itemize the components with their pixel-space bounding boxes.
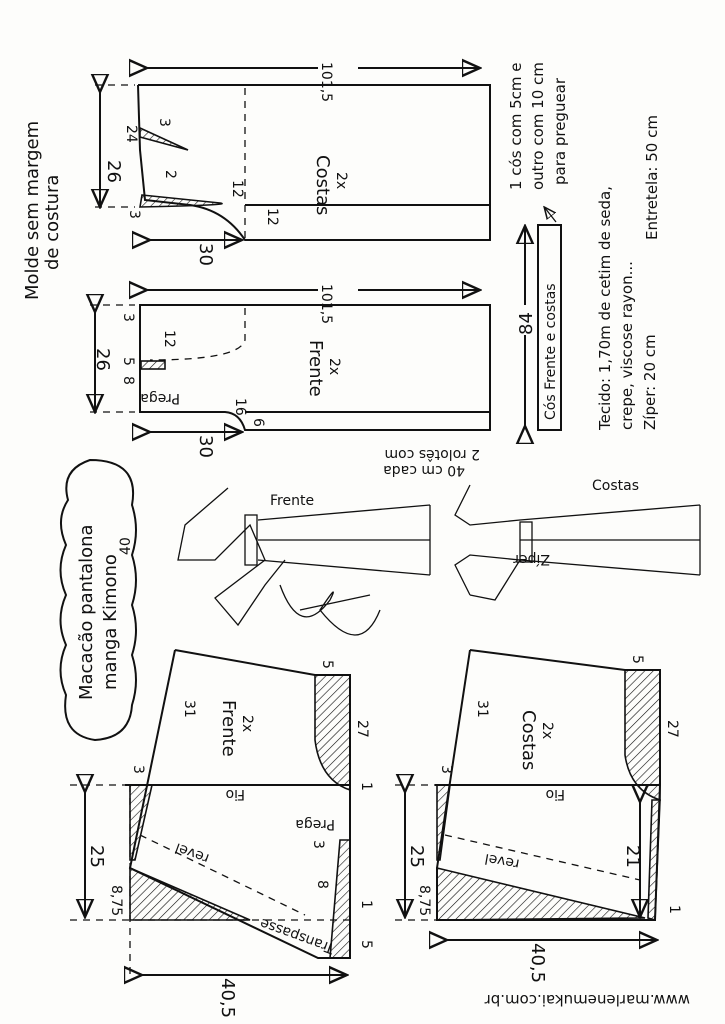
dim-label: 31 [181,700,197,718]
dim-label: 12 [229,180,245,198]
waistband-length: 84 [516,312,537,335]
dim-label: 6 [250,418,266,427]
pants-back-qty: 2x [333,172,349,189]
subtitle-line1: Molde sem margem [22,121,43,300]
grain-label: Fio [546,786,566,802]
title-line1: Macacão pantalona [76,524,97,700]
dim-label: 5 [358,940,374,949]
dim-label: 8,75 [108,885,124,916]
bodice-front-qty: 2x [239,715,255,732]
dim-label: 40,5 [527,943,548,983]
dim-label: 3 [438,765,454,774]
dim-label: 27 [354,720,370,738]
title-cloud: Macacão pantalona manga Kimono 40 [59,458,137,742]
pants-front-qty: 2x [326,358,342,375]
bodice-front-piece: Frente 2x 31 5 27 3 1 25 8,75 3 8 1 5 40… [70,649,374,1018]
title-size: 40 [118,537,134,555]
pants-back-crotch: 30 [195,243,216,266]
bodice-front-name: Frente [218,700,239,757]
waistband-note: outro com 10 cm [529,62,547,190]
pants-front-height: 26 [92,348,113,371]
sketch-front-label: Frente [270,493,314,509]
waistband-label: Cós Frente e costas [543,283,559,420]
zipper-note: Zíper: 20 cm [641,334,659,430]
pleat-label: Prega [295,816,335,832]
dim-label: 1 [358,900,374,909]
garment-sketch: Frente Costas 2 rolotês com 40 cm cada Z… [177,446,701,636]
dim-label: 3 [156,118,172,127]
subtitle: Molde sem margem de costura [22,121,63,300]
grain-label: Fio [226,786,246,802]
dim-label: 5 [629,655,645,664]
pants-back-width: 101,5 [318,62,334,102]
dim-label: 3 [126,210,142,219]
dim-label: 12 [264,208,280,226]
materials-notes: Tecido: 1,70m de cetim de seda, crepe, v… [596,115,661,431]
ties-note: 2 rolotês com [384,446,480,462]
dim-label: 1 [666,905,682,914]
pants-front-piece: 101,5 26 30 3 12 5 8 16 6 Prega Frente 2… [90,280,491,458]
sketch-back-label: Costas [592,478,639,494]
dim-label: 2 [162,170,178,179]
dim-label: 12 [161,330,177,348]
dim-label: 27 [664,720,680,738]
waistband-note: 1 cós com 5cm e [507,62,525,190]
fabric-note: Tecido: 1,70m de cetim de seda, [596,186,614,431]
interfacing-note: Entretela: 50 cm [643,115,661,240]
bodice-back-piece: Costas 2x 31 5 27 3 25 8,75 21 1 40,5 Fi… [395,649,682,983]
ties-note: 40 cm cada [383,462,465,478]
fabric-note: crepe, viscose rayon... [618,261,636,430]
facing-label: revel [173,839,211,866]
dim-label: 5 [319,660,335,669]
pants-front-pleat: Prega [140,390,180,406]
facing-label: revel [484,850,521,872]
dim-label: 1 [358,782,374,791]
title-line2: manga Kimono [100,554,121,690]
dim-label: 25 [86,845,107,868]
dim-label: 8 [314,880,330,889]
dim-label: 31 [474,700,490,718]
dim-label: 40,5 [217,978,238,1018]
dim-label: 24 [123,125,139,143]
pants-back-piece: 101,5 26 30 24 3 2 3 12 12 Costas 2x [95,58,491,266]
pants-front-crotch: 30 [195,435,216,458]
website: www.marlenemukai.com.br [484,991,690,1009]
waistband-note: para preguear [551,77,569,185]
pants-front-name: Frente [305,340,326,397]
pants-back-name: Costas [312,155,333,215]
zipper-label: Zíper [513,551,550,567]
dim-label: 8,75 [416,885,432,916]
bodice-back-qty: 2x [539,722,555,739]
dim-label: 5 [120,357,136,366]
waistband-piece: Cós Frente e costas 84 1 cós com 5cm e o… [507,62,569,430]
dim-label: 8 [120,376,136,385]
dim-label: 3 [130,765,146,774]
dim-label: 25 [406,845,427,868]
dim-label: 16 [232,398,248,416]
dim-label: 3 [120,313,136,322]
pants-back-height: 26 [103,160,124,183]
bodice-back-name: Costas [518,710,539,770]
signature [279,584,381,636]
dim-label: 21 [622,845,643,868]
dim-label: 3 [310,840,326,849]
subtitle-line2: de costura [42,175,63,270]
